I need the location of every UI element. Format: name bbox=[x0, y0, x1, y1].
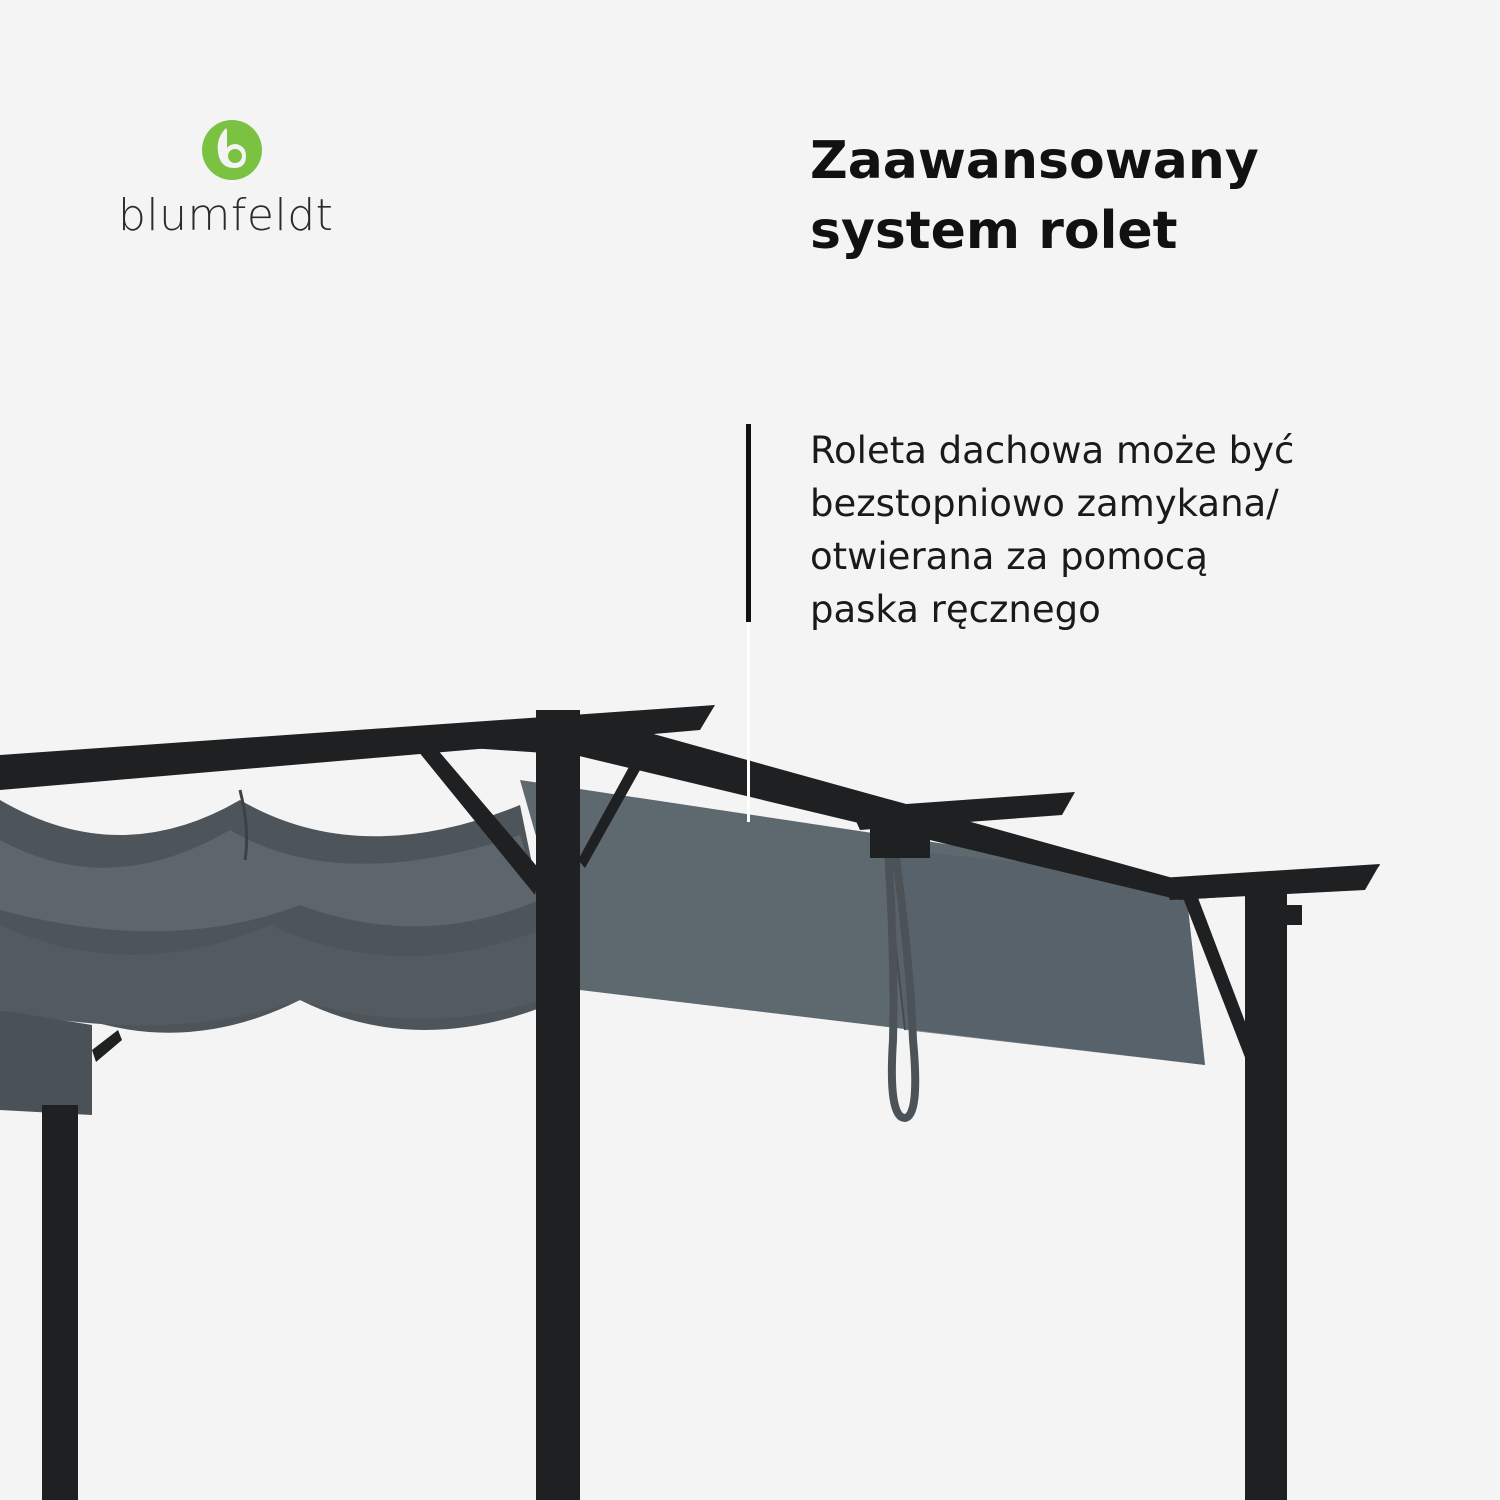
headline-line: Zaawansowany bbox=[810, 131, 1259, 191]
callout-divider bbox=[746, 424, 751, 622]
brand-logo: blumfeldt bbox=[118, 118, 348, 248]
headline-line: system rolet bbox=[810, 201, 1178, 261]
callout-pointer bbox=[747, 622, 750, 822]
leaf-b-logo-icon bbox=[202, 120, 262, 180]
description-line: otwierana za pomocą bbox=[810, 535, 1208, 578]
description-line: Roleta dachowa może być bbox=[810, 429, 1295, 472]
roof-fabric-folds bbox=[0, 789, 560, 1115]
headline: Zaawansowany system rolet bbox=[810, 126, 1410, 266]
description-line: paska ręcznego bbox=[810, 588, 1101, 631]
pergola-frame bbox=[0, 705, 1380, 1500]
pull-strap bbox=[884, 849, 920, 1123]
feature-description: Roleta dachowa może być bezstopniowo zam… bbox=[810, 424, 1410, 636]
brand-name: blumfeldt bbox=[118, 190, 334, 241]
description-line: bezstopniowo zamykana/ bbox=[810, 482, 1279, 525]
roof-fabric-panel bbox=[520, 780, 1205, 1065]
